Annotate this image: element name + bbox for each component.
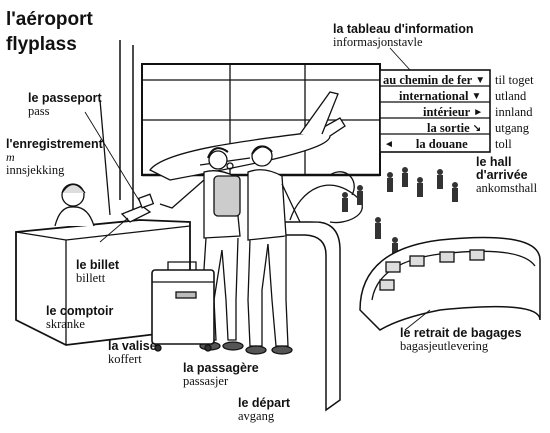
label-info-board: la tableau d'information informasjonstav… [333, 22, 474, 50]
label-baggage-claim-french: le retrait de bagages [400, 326, 522, 340]
sign-text: international [399, 89, 469, 103]
label-leader-lines [84, 47, 431, 331]
label-info-board-norwegian: informasjonstavle [333, 35, 423, 50]
sign-translation: utgang [495, 121, 530, 135]
sign-translation: til toget [495, 73, 534, 87]
label-arrival-hall-french-line2: d'arrivée [476, 168, 528, 183]
label-suitcase: la valise koffert [108, 339, 157, 367]
information-board-frame [379, 69, 491, 153]
label-suitcase-norwegian: koffert [108, 352, 142, 367]
title-french: l'aéroport [6, 9, 93, 30]
label-check-in-norwegian: innsjekking [6, 162, 65, 177]
sign-translation: toll [495, 137, 512, 151]
label-passenger: la passagère passasjer [183, 361, 259, 389]
label-counter-norwegian: skranke [46, 317, 85, 332]
label-baggage-claim-norwegian: bagasjeutlevering [400, 339, 489, 354]
label-check-in-gender: m [6, 150, 15, 165]
sign-row-customs: ◄ la douane [384, 137, 468, 152]
arrival-hall-crowd [342, 167, 458, 259]
sign-row-international: international ▼ [399, 89, 481, 104]
label-passport-norwegian: pass [28, 104, 50, 119]
label-passport-french: le passeport [28, 91, 102, 105]
label-passenger-norwegian: passasjer [183, 374, 229, 389]
arrow-right-icon: ► [473, 107, 484, 118]
label-ticket-norwegian: billett [76, 271, 106, 286]
sign-translation: utland [495, 89, 527, 103]
arrow-down-icon: ▼ [471, 91, 482, 102]
sign-row-domestic: intérieur ► [423, 105, 483, 120]
arrow-down-icon: ▼ [475, 75, 486, 86]
label-counter-french: le comptoir [46, 304, 114, 318]
label-departure-french: le départ [238, 396, 291, 410]
passenger-man [245, 145, 301, 355]
arrow-left-icon: ◄ [384, 139, 394, 150]
label-passenger-french: la passagère [183, 361, 259, 375]
label-info-board-french: la tableau d'information [333, 22, 474, 36]
label-ticket: le billet billett [76, 258, 120, 286]
suitcase [151, 261, 215, 352]
baggage-carousel [359, 236, 541, 331]
label-arrival-hall-french-line1: le hall [476, 155, 512, 169]
label-departure-norwegian: avgang [238, 409, 275, 424]
sign-text: la sortie [427, 121, 470, 135]
label-arrival-hall-norwegian: ankomsthall [476, 181, 538, 196]
sign-text: la douane [415, 137, 468, 151]
airplane-icon [149, 91, 346, 181]
label-check-in-french: l'enregistrement [6, 137, 103, 151]
sign-translation: innland [495, 105, 533, 119]
label-counter: le comptoir skranke [46, 304, 114, 332]
sign-row-railway: au chemin de fer ▼ [383, 73, 485, 88]
label-passport: le passeport pass [28, 91, 102, 119]
label-ticket-french: le billet [76, 258, 120, 272]
arrow-down-right-icon: ↘ [472, 123, 482, 134]
label-check-in: l'enregistrement m innsjekking [6, 137, 103, 177]
title-norwegian: flyplass [6, 34, 77, 55]
label-arrival-hall: le hall d'arrivée ankomsthall [476, 155, 538, 196]
sign-text: intérieur [423, 105, 471, 119]
label-departure: le départ avgang [238, 396, 291, 424]
passport-in-hand [120, 205, 152, 223]
label-baggage-claim: le retrait de bagages bagasjeutlevering [400, 326, 522, 354]
check-in-agent [54, 183, 95, 227]
label-suitcase-french: la valise [108, 339, 157, 353]
sign-row-exit: la sortie ↘ [427, 121, 481, 136]
sign-text: au chemin de fer [383, 73, 473, 87]
